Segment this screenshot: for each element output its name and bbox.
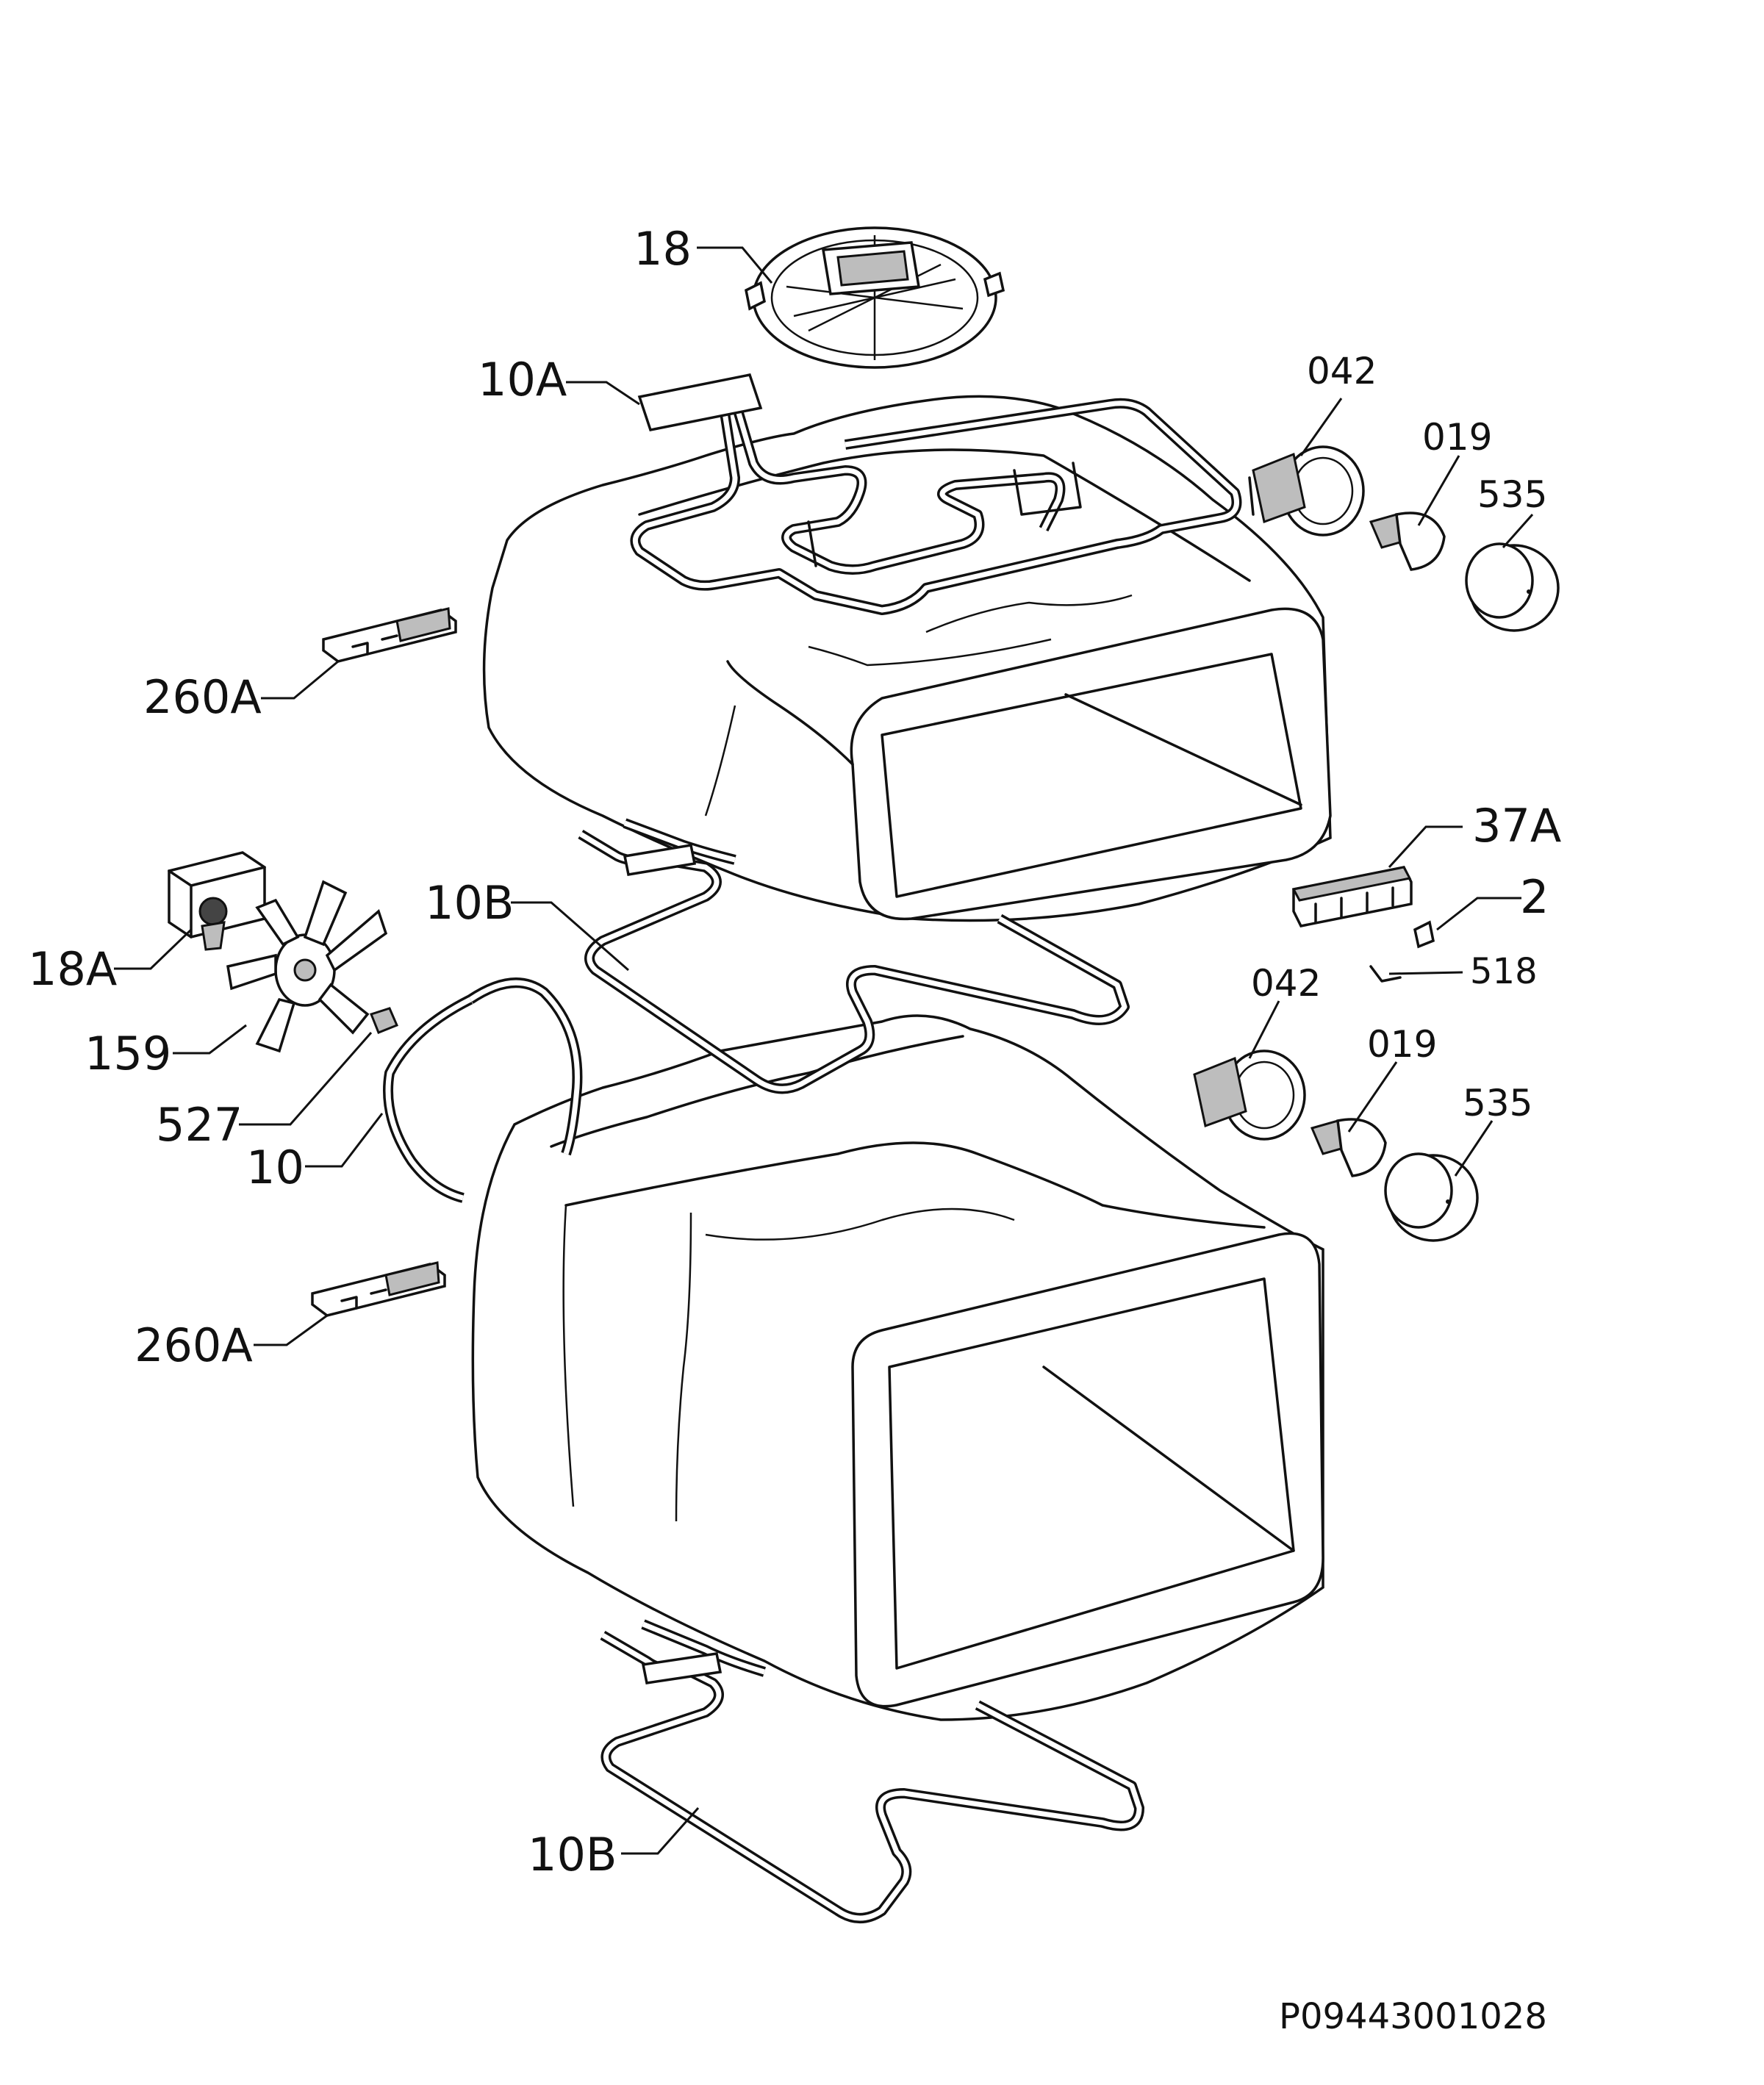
lamp-holder-042-lower — [1193, 1049, 1306, 1141]
label-518: 518 — [1470, 951, 1538, 992]
lower-heating-element-upper — [578, 818, 1130, 1094]
bracket-260a-upper — [322, 607, 457, 663]
label-2: 2 — [1520, 870, 1549, 924]
fan-cover — [745, 226, 1005, 369]
nut-527 — [370, 1007, 398, 1034]
fan-blade-159 — [226, 880, 388, 1053]
lamp-holder-042-upper — [1248, 445, 1365, 536]
clip-2 — [1413, 920, 1435, 949]
label-10b-lower: 10B — [528, 1828, 617, 1881]
label-10a: 10A — [478, 353, 567, 406]
fan-motor-18a — [168, 851, 266, 951]
lamp-cover-535-upper — [1465, 542, 1560, 632]
label-042-upper: 042 — [1307, 350, 1377, 392]
label-042-lower: 042 — [1251, 962, 1321, 1005]
leader-lines — [114, 246, 1534, 1855]
upper-oven-cavity — [482, 395, 1332, 922]
grill-heating-element — [630, 373, 1242, 615]
label-019-lower: 019 — [1367, 1023, 1437, 1066]
label-37a: 37A — [1472, 799, 1561, 853]
label-10b-upper: 10B — [425, 876, 514, 930]
lamp-019-upper — [1369, 512, 1446, 571]
label-18a: 18A — [28, 942, 117, 996]
label-159: 159 — [85, 1027, 171, 1080]
lower-oven-cavity — [471, 1014, 1324, 1721]
label-10: 10 — [246, 1141, 304, 1194]
drawing-reference-number: P09443001028 — [1279, 1996, 1547, 2037]
label-019-upper: 019 — [1422, 416, 1492, 459]
lamp-cover-535-lower — [1384, 1152, 1479, 1242]
label-18: 18 — [634, 222, 692, 276]
label-527: 527 — [156, 1098, 243, 1152]
label-260a-lower: 260A — [135, 1318, 253, 1372]
label-260a-upper: 260A — [143, 670, 262, 724]
lamp-019-lower — [1310, 1118, 1387, 1177]
part-labels: 18 10A 042 019 535 260A 37A 2 10B 518 18… — [28, 222, 1561, 1881]
label-535-lower: 535 — [1463, 1082, 1532, 1124]
spring-clip-518 — [1369, 965, 1402, 983]
lower-heating-element-lower — [600, 1619, 1144, 1923]
label-535-upper: 535 — [1477, 473, 1547, 516]
door-seal — [383, 977, 583, 1203]
bracket-260a-lower — [311, 1261, 446, 1317]
terminal-block-37a — [1291, 866, 1413, 927]
